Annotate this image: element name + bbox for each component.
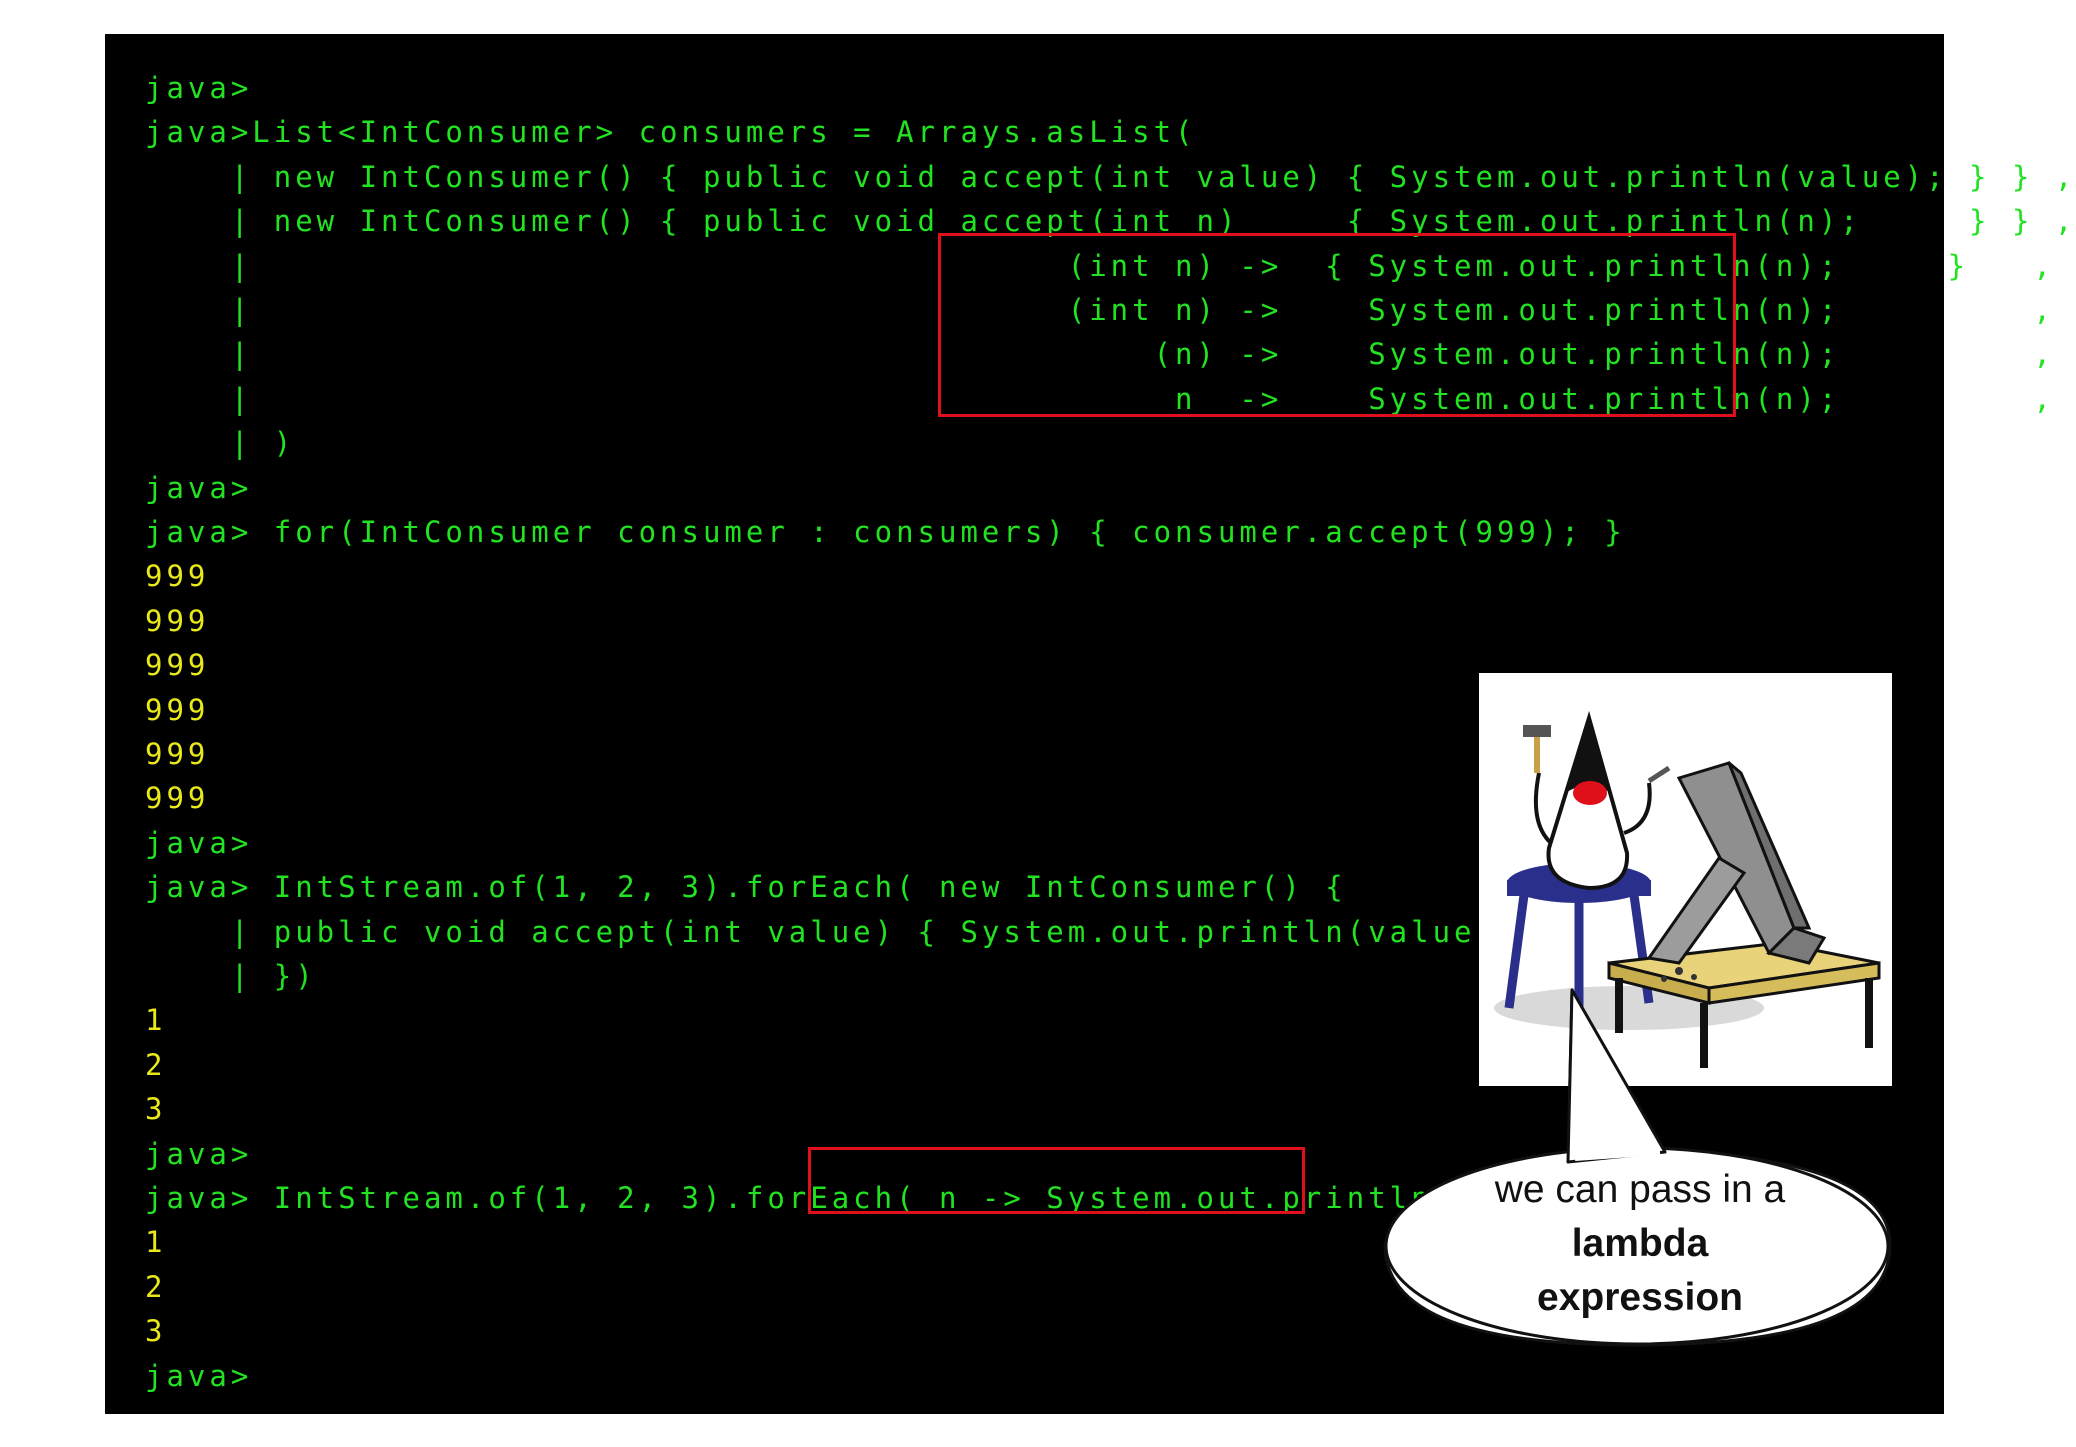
terminal-output-line: 999 (145, 603, 210, 638)
terminal-output-line: 999 (145, 737, 210, 771)
terminal-input-line: java> (145, 71, 253, 105)
terminal-input-line: java> (145, 470, 253, 505)
terminal-input-line: | new IntConsumer() { public void accept… (145, 159, 2076, 194)
terminal-input-line: java> IntStream.of(1, 2, 3).forEach( n -… (145, 1181, 1540, 1215)
lambda-variants-highlight (938, 233, 1736, 417)
hammer-icon (1523, 725, 1551, 773)
terminal-input-line: | (n) -> System.out.println(n); , (145, 337, 2055, 372)
terminal-input-line: java>List<IntConsumer> consumers = Array… (145, 115, 1197, 150)
duke-illustration (1479, 673, 1892, 1086)
terminal-input-line: java> for(IntConsumer consumer : consume… (145, 515, 1626, 549)
terminal-input-line: | }) (145, 959, 317, 993)
chisel-icon (1647, 765, 1671, 784)
terminal-output-line: 999 (145, 692, 210, 727)
terminal-input-line: java> (145, 1358, 253, 1393)
terminal-input-line: | n -> System.out.println(n); , (145, 381, 2055, 416)
terminal-input-line: java> (145, 1136, 253, 1171)
terminal-output-line: 3 (145, 1314, 167, 1349)
terminal-input-line: java> IntStream.of(1, 2, 3).forEach( new… (145, 870, 1347, 905)
terminal-input-line: | (int n) -> { System.out.println(n); } … (145, 248, 2055, 283)
lambda-sculpture-icon (1646, 761, 1827, 965)
duke-mascot-icon (1533, 710, 1652, 891)
bubble-line-2: lambda (1571, 1222, 1709, 1265)
terminal-output-line: 1 (145, 1003, 167, 1038)
bubble-line-3: expression (1537, 1276, 1743, 1319)
terminal-output-line: 1 (145, 1225, 167, 1260)
terminal-input-line: | (int n) -> System.out.println(n); , (145, 293, 2055, 327)
terminal-input-line: | ) (145, 426, 296, 461)
terminal-input-line: | public void accept(int value) { System… (145, 914, 1562, 949)
terminal-output-line: 999 (145, 559, 210, 594)
bubble-line-1: we can pass in a (1494, 1168, 1786, 1211)
lambda-argument-highlight (808, 1147, 1305, 1214)
bubble-caption: we can pass in a lambda expression (1390, 1163, 1890, 1325)
terminal-output-line: 2 (145, 1269, 167, 1304)
terminal-input-line: | new IntConsumer() { public void accept… (145, 204, 2076, 239)
terminal-output-line: 999 (145, 648, 210, 683)
terminal-output-line: 3 (145, 1092, 167, 1127)
terminal-output-line: 999 (145, 781, 210, 816)
terminal-output-line: 2 (145, 1047, 167, 1082)
terminal-input-line: java> (145, 825, 253, 860)
